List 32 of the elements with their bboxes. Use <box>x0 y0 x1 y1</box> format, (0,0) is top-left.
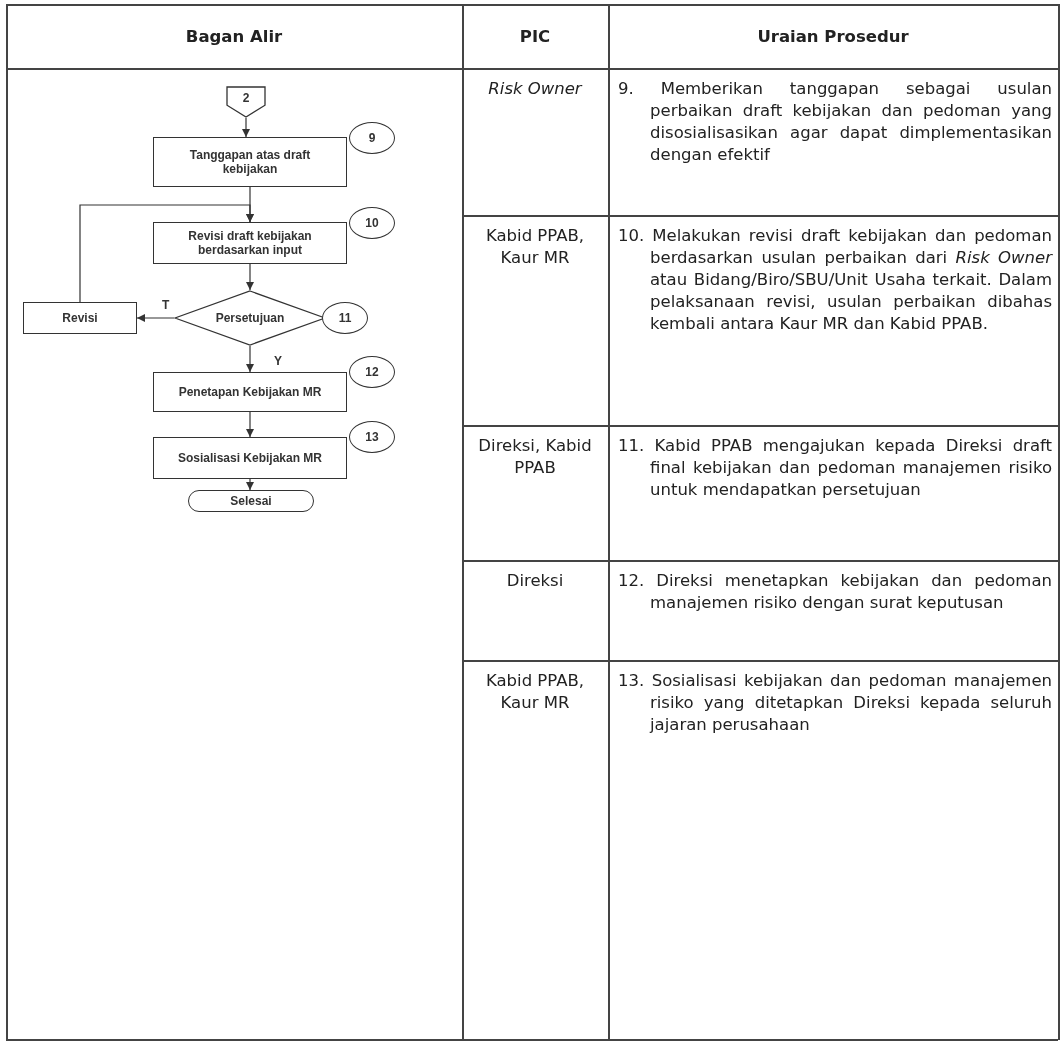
column-header: Uraian Prosedur <box>756 26 910 48</box>
process-box: Sosialisasi Kebijakan MR <box>153 437 347 479</box>
column-header: PIC <box>518 26 552 48</box>
pic-text: Risk Owner <box>487 78 584 100</box>
pic-text: Direksi, Kabid PPAB <box>477 435 593 479</box>
pic-text: Kabid PPAB, Kaur MR <box>484 225 586 269</box>
terminator: Selesai <box>188 490 314 512</box>
procedure-text: 13. Sosialisasi kebijakan dan pedoman manajemen risiko yang ditetapkan Direksi kepada seluruh jajaran perusahaan <box>617 670 1053 736</box>
step-number-circle: 10 <box>349 207 395 239</box>
procedure-text: 10. Melakukan revisi draft kebijakan dan pedoman berdasarkan usulan perbaikan dari Risk Owner atau Bidang/Biro/SBU/Unit Usaha terkait. Dalam pelaksanaan revisi, usulan perbaikan dibahas kembali antara Kaur MR dan Kabid PPAB. <box>617 225 1054 335</box>
step-number-circle: 12 <box>349 356 395 388</box>
arrow <box>245 263 255 291</box>
process-box: Revisi draft kebijakan berdasarkan input <box>153 222 347 264</box>
column-header: Bagan Alir <box>184 26 284 48</box>
arrow <box>245 345 255 373</box>
arrow <box>79 204 255 303</box>
process-box: Penetapan Kebijakan MR <box>153 372 347 412</box>
arrow <box>136 313 175 323</box>
off-page-connector: 2 <box>226 86 266 118</box>
pic-text: Kabid PPAB, Kaur MR <box>484 670 586 714</box>
step-number-circle: 9 <box>349 122 395 154</box>
pic-text: Direksi <box>505 570 565 592</box>
process-box: Tanggapan atas draft kebijakan <box>153 137 347 187</box>
procedure-text: 11. Kabid PPAB mengajukan kepada Direksi draft final kebijakan dan pedoman manajemen risiko untuk mendapatkan persetujuan <box>617 435 1053 501</box>
process-box: Revisi <box>23 302 137 334</box>
step-number-circle: 13 <box>349 421 395 453</box>
procedure-text: 12. Direksi menetapkan kebijakan dan pedoman manajemen risiko dengan surat keputusan <box>617 570 1053 614</box>
arrow <box>245 478 255 491</box>
arrow <box>245 411 255 438</box>
step-number-circle: 11 <box>322 302 368 334</box>
procedure-text: 9. Memberikan tanggapan sebagai usulan perbaikan draft kebijakan dan pedoman yang disosialisasikan agar dapat dimplementasikan dengan efektif <box>617 78 1053 166</box>
arrow <box>241 117 251 138</box>
